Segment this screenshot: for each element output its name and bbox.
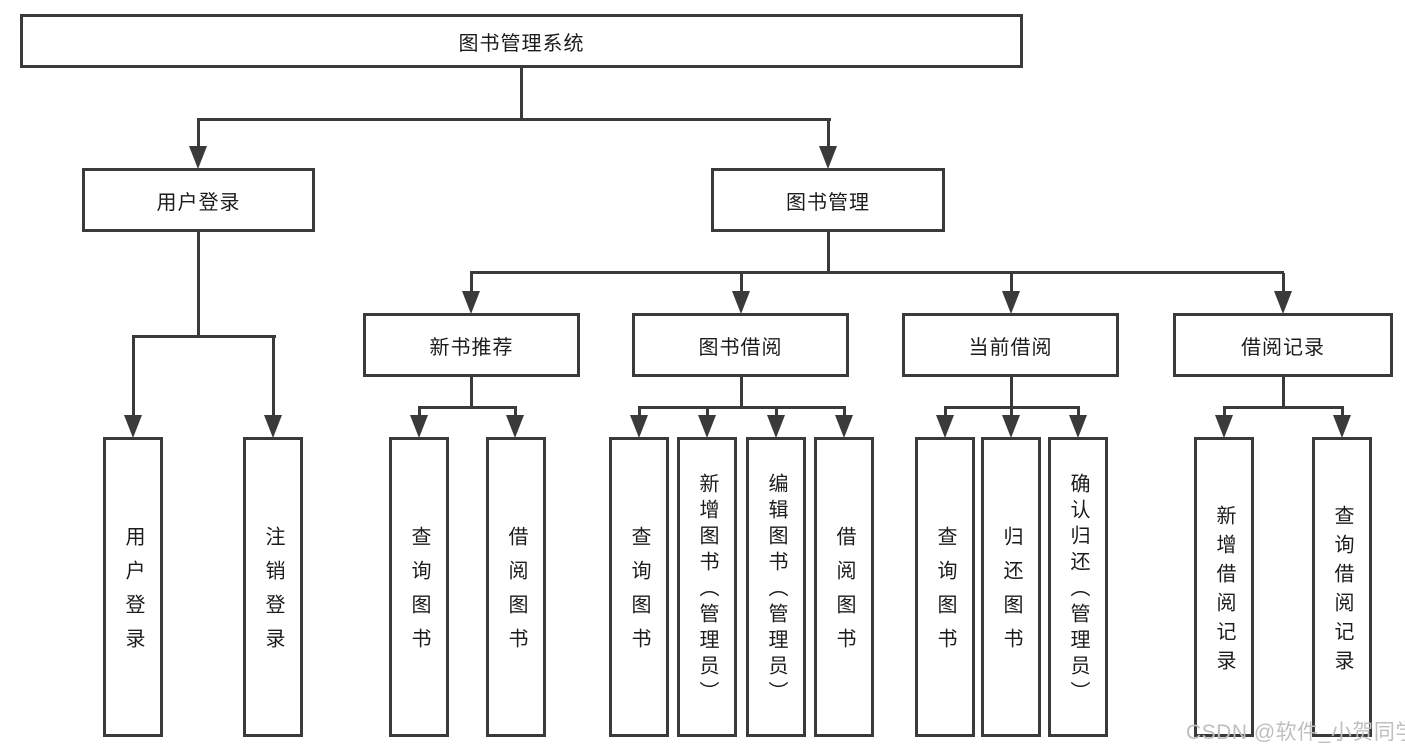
node-new-book-recommend-label: 新书推荐 bbox=[429, 336, 514, 359]
connector-line bbox=[272, 335, 275, 417]
leaf-user-login: 用户登录 bbox=[103, 437, 163, 737]
connector-line bbox=[1077, 406, 1080, 417]
connector-line bbox=[1223, 406, 1344, 409]
node-book-borrowing: 图书借阅 bbox=[632, 313, 849, 377]
connector-line bbox=[740, 375, 743, 409]
connector-line bbox=[1282, 375, 1285, 409]
connector-line bbox=[827, 120, 830, 148]
leaf-borrowing-edit-books-admin-label: 编辑图书（管理员） bbox=[765, 473, 787, 707]
leaf-borrowing-borrow-books: 借阅图书 bbox=[814, 437, 874, 737]
arrow-down-icon bbox=[936, 415, 954, 438]
connector-line bbox=[470, 375, 473, 409]
connector-line bbox=[132, 335, 135, 417]
leaf-recommend-query-books: 查询图书 bbox=[389, 437, 449, 737]
connector-line bbox=[132, 335, 276, 338]
connector-line bbox=[470, 273, 473, 293]
connector-line bbox=[514, 406, 517, 417]
connector-line bbox=[418, 406, 421, 417]
arrow-down-icon bbox=[1002, 415, 1020, 438]
arrow-down-icon bbox=[732, 291, 750, 314]
node-current-borrowing: 当前借阅 bbox=[902, 313, 1119, 377]
connector-line bbox=[1223, 406, 1226, 417]
arrow-down-icon bbox=[462, 291, 480, 314]
leaf-current-query-books-label: 查询图书 bbox=[934, 526, 956, 662]
arrow-down-icon bbox=[264, 415, 282, 438]
arrow-down-icon bbox=[189, 146, 207, 169]
leaf-current-return-books-label: 归还图书 bbox=[1000, 526, 1022, 662]
arrow-down-icon bbox=[1069, 415, 1087, 438]
leaf-records-query-record: 查询借阅记录 bbox=[1312, 437, 1372, 737]
connector-line bbox=[1282, 273, 1285, 293]
leaf-user-login-label: 用户登录 bbox=[122, 526, 144, 662]
csdn-watermark: CSDN @软件_小贺同学 bbox=[1186, 721, 1405, 744]
node-user-login: 用户登录 bbox=[82, 168, 315, 232]
arrow-down-icon bbox=[124, 415, 142, 438]
leaf-current-confirm-return-admin: 确认归还（管理员） bbox=[1048, 437, 1108, 737]
connector-line bbox=[843, 406, 846, 417]
leaf-records-add-record-label: 新增借阅记录 bbox=[1213, 504, 1235, 679]
connector-line bbox=[197, 118, 831, 121]
connector-line bbox=[638, 406, 846, 409]
node-book-management-label: 图书管理 bbox=[786, 191, 870, 214]
leaf-borrowing-add-books-admin-label: 新增图书（管理员） bbox=[696, 473, 718, 707]
arrow-down-icon bbox=[1215, 415, 1233, 438]
leaf-logout-label: 注销登录 bbox=[262, 526, 284, 662]
leaf-borrowing-add-books-admin: 新增图书（管理员） bbox=[677, 437, 737, 737]
arrow-down-icon bbox=[835, 415, 853, 438]
connector-line bbox=[470, 271, 1284, 274]
leaf-borrowing-borrow-books-label: 借阅图书 bbox=[833, 526, 855, 662]
connector-line bbox=[706, 406, 709, 417]
arrow-down-icon bbox=[819, 146, 837, 169]
leaf-logout: 注销登录 bbox=[243, 437, 303, 737]
leaf-current-query-books: 查询图书 bbox=[915, 437, 975, 737]
node-borrowing-records: 借阅记录 bbox=[1173, 313, 1393, 377]
connector-line bbox=[197, 120, 200, 148]
node-root: 图书管理系统 bbox=[20, 14, 1023, 68]
arrow-down-icon bbox=[1002, 291, 1020, 314]
leaf-records-add-record: 新增借阅记录 bbox=[1194, 437, 1254, 737]
node-book-borrowing-label: 图书借阅 bbox=[698, 336, 783, 359]
leaf-recommend-borrow-books-label: 借阅图书 bbox=[505, 526, 527, 662]
connector-line bbox=[520, 66, 523, 121]
connector-line bbox=[1010, 406, 1013, 417]
arrow-down-icon bbox=[506, 415, 524, 438]
arrow-down-icon bbox=[410, 415, 428, 438]
connector-line bbox=[638, 406, 641, 417]
connector-line bbox=[418, 406, 517, 409]
arrow-down-icon bbox=[698, 415, 716, 438]
node-current-borrowing-label: 当前借阅 bbox=[968, 336, 1053, 359]
leaf-borrowing-query-books-label: 查询图书 bbox=[628, 526, 650, 662]
connector-line bbox=[827, 230, 830, 274]
connector-line bbox=[775, 406, 778, 417]
connector-line bbox=[944, 406, 947, 417]
leaf-current-confirm-return-admin-label: 确认归还（管理员） bbox=[1067, 473, 1089, 707]
leaf-recommend-borrow-books: 借阅图书 bbox=[486, 437, 546, 737]
leaf-recommend-query-books-label: 查询图书 bbox=[408, 526, 430, 662]
leaf-borrowing-query-books: 查询图书 bbox=[609, 437, 669, 737]
node-book-management: 图书管理 bbox=[711, 168, 945, 232]
leaf-records-query-record-label: 查询借阅记录 bbox=[1331, 504, 1353, 679]
node-new-book-recommend: 新书推荐 bbox=[363, 313, 580, 377]
node-user-login-label: 用户登录 bbox=[156, 191, 241, 214]
node-borrowing-records-label: 借阅记录 bbox=[1241, 336, 1325, 359]
connector-line bbox=[1010, 273, 1013, 293]
connector-line bbox=[1341, 406, 1344, 417]
connector-line bbox=[1010, 375, 1013, 409]
connector-line bbox=[740, 273, 743, 293]
arrow-down-icon bbox=[630, 415, 648, 438]
connector-line bbox=[197, 230, 200, 337]
node-root-label: 图书管理系统 bbox=[458, 32, 585, 55]
arrow-down-icon bbox=[1333, 415, 1351, 438]
arrow-down-icon bbox=[767, 415, 785, 438]
arrow-down-icon bbox=[1274, 291, 1292, 314]
leaf-borrowing-edit-books-admin: 编辑图书（管理员） bbox=[746, 437, 806, 737]
leaf-current-return-books: 归还图书 bbox=[981, 437, 1041, 737]
